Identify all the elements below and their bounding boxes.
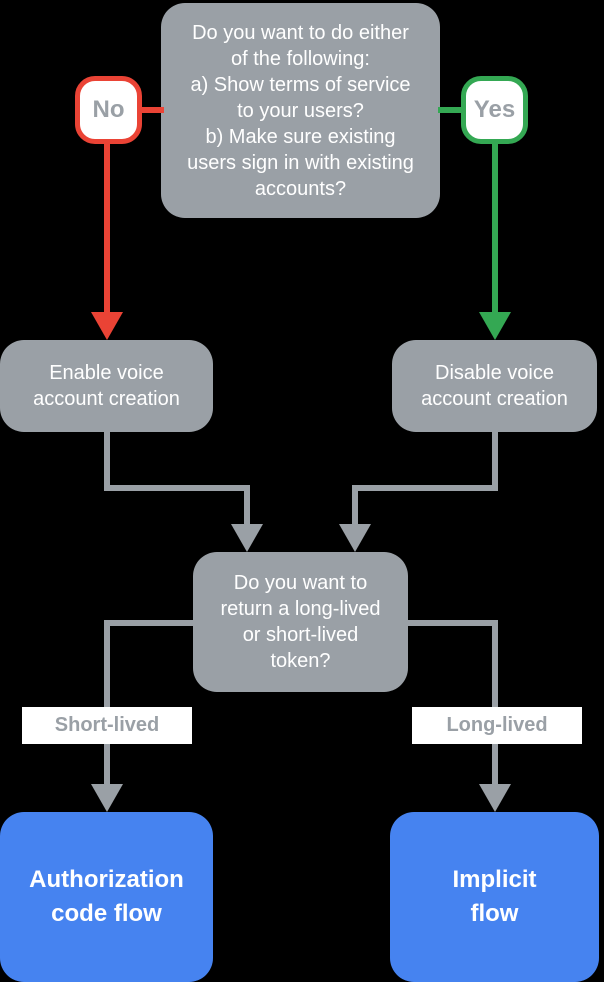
connector-long-vertical xyxy=(492,620,498,786)
connector-short-horizontal xyxy=(104,620,193,626)
arrow-down-long-icon xyxy=(479,784,511,812)
connector-no-vertical xyxy=(104,142,110,314)
root-question-node: Do you want to do either of the followin… xyxy=(161,3,440,218)
connector-enable-drop xyxy=(244,485,250,526)
connector-enable-horizontal xyxy=(104,485,250,491)
connector-yes-vertical xyxy=(492,142,498,314)
connector-disable-down xyxy=(492,430,498,491)
arrow-down-green-icon xyxy=(479,312,511,340)
connector-disable-drop xyxy=(352,485,358,526)
yes-branch-badge: Yes xyxy=(461,76,528,144)
authorization-code-flow-node: Authorization code flow xyxy=(0,812,213,982)
implicit-flow-node: Implicit flow xyxy=(390,812,599,982)
arrow-down-gray-left-icon xyxy=(231,524,263,552)
disable-voice-node: Disable voice account creation xyxy=(392,340,597,432)
connector-no-horizontal xyxy=(138,107,164,113)
token-question-node: Do you want to return a long-lived or sh… xyxy=(193,552,408,692)
connector-short-vertical xyxy=(104,620,110,786)
connector-disable-horizontal xyxy=(352,485,498,491)
arrow-down-short-icon xyxy=(91,784,123,812)
no-branch-badge: No xyxy=(75,76,142,144)
short-lived-label: Short-lived xyxy=(22,707,192,744)
connector-enable-down xyxy=(104,430,110,491)
enable-voice-node: Enable voice account creation xyxy=(0,340,213,432)
arrow-down-gray-right-icon xyxy=(339,524,371,552)
arrow-down-red-icon xyxy=(91,312,123,340)
connector-long-horizontal xyxy=(407,620,498,626)
connector-yes-horizontal xyxy=(438,107,464,113)
long-lived-label: Long-lived xyxy=(412,707,582,744)
